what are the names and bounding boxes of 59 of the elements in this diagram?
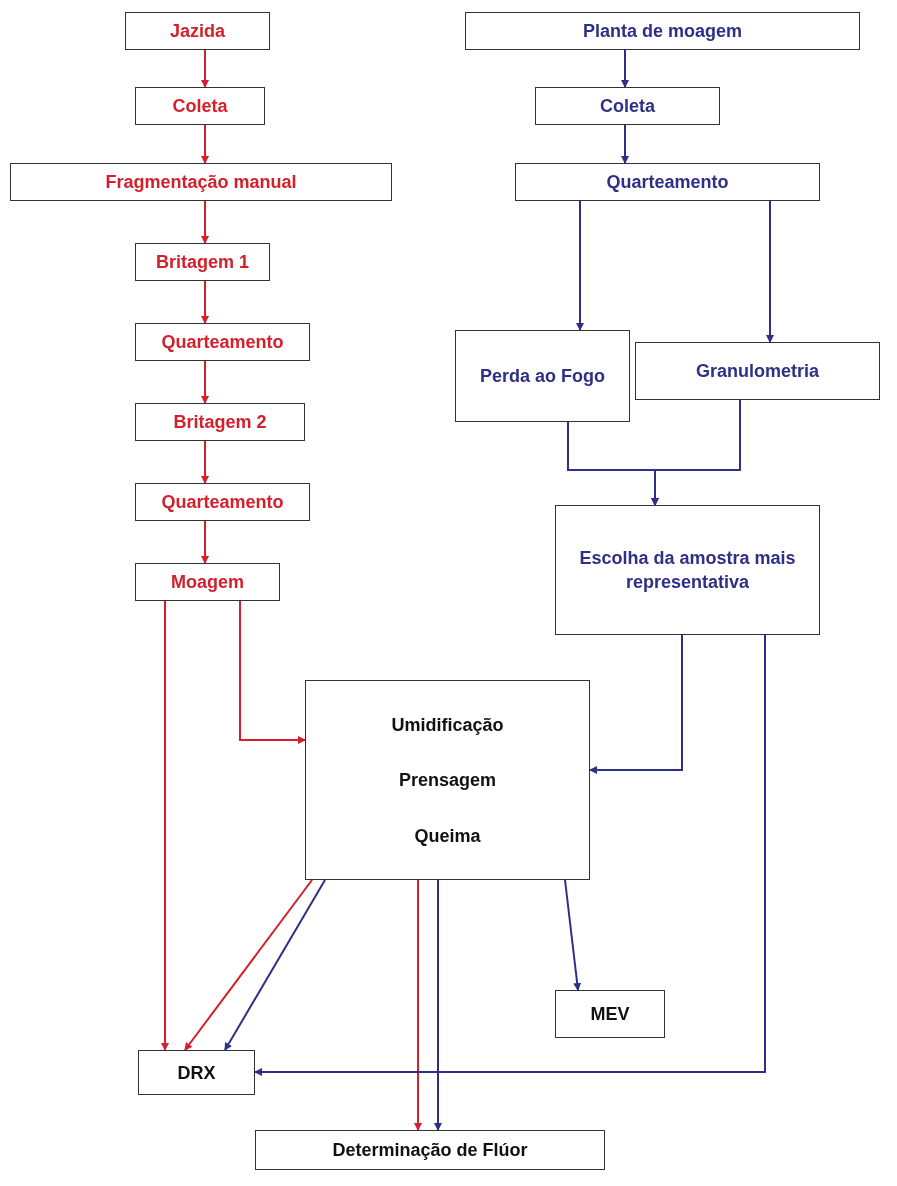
arrow: [621, 49, 629, 88]
step-label: Determinação de Flúor: [332, 1139, 528, 1162]
step-label: Britagem 2: [173, 411, 267, 434]
step-label: Fragmentação manual: [105, 171, 297, 194]
step-label: Prensagem: [398, 769, 497, 792]
step-label: DRX: [177, 1061, 216, 1085]
arrow: [201, 440, 209, 484]
process-box: [515, 163, 820, 201]
step-label: Moagem: [171, 571, 244, 594]
process-box: [125, 12, 270, 50]
step-label: Jazida: [170, 20, 225, 43]
process-box: [135, 87, 265, 125]
arrow: [161, 600, 169, 1051]
arrow: [766, 200, 774, 343]
step-label: Granulometria: [696, 360, 819, 383]
process-box: [135, 323, 310, 361]
arrow: [576, 200, 584, 331]
step-label: Britagem 1: [155, 251, 249, 274]
process-box: [138, 1050, 255, 1095]
process-box: [465, 12, 860, 50]
process-box: [135, 403, 305, 441]
arrow: [201, 49, 209, 88]
step-label: Planta de moagem: [582, 20, 742, 43]
arrow: [414, 879, 422, 1131]
process-box: [635, 342, 880, 400]
step-label: Coleta: [172, 95, 228, 118]
step-label: Quarteamento: [161, 331, 284, 354]
step-label: Queima: [414, 824, 481, 848]
arrow: [434, 879, 442, 1131]
arrow: [621, 124, 629, 164]
step-label: MEV: [590, 1003, 630, 1026]
process-box: [255, 1130, 605, 1170]
step-label: Coleta: [600, 95, 655, 118]
arrow: [184, 879, 313, 1051]
arrow: [224, 879, 326, 1051]
process-box: [135, 483, 310, 521]
arrow: [201, 200, 209, 244]
step-label: Umidificação: [391, 713, 504, 737]
arrow: [254, 634, 766, 1076]
process-box: [555, 990, 665, 1038]
process-box: [455, 330, 630, 422]
process-box: [10, 163, 392, 201]
step-label: Quarteamento: [606, 171, 729, 194]
process-box: [305, 680, 590, 880]
step-label: Escolha da amostra mais representativa: [578, 547, 797, 594]
arrow: [651, 399, 741, 506]
process-box: [135, 243, 270, 281]
arrow: [201, 280, 209, 324]
arrow: [564, 879, 582, 991]
process-box: [535, 87, 720, 125]
arrow: [239, 600, 306, 744]
step-label: Perda ao Fogo: [480, 365, 605, 388]
arrow: [201, 520, 209, 564]
arrow: [201, 124, 209, 164]
process-box: [555, 505, 820, 635]
step-label: Quarteamento: [161, 491, 284, 514]
arrow: [201, 360, 209, 404]
process-box: [135, 563, 280, 601]
arrow: [589, 634, 683, 774]
